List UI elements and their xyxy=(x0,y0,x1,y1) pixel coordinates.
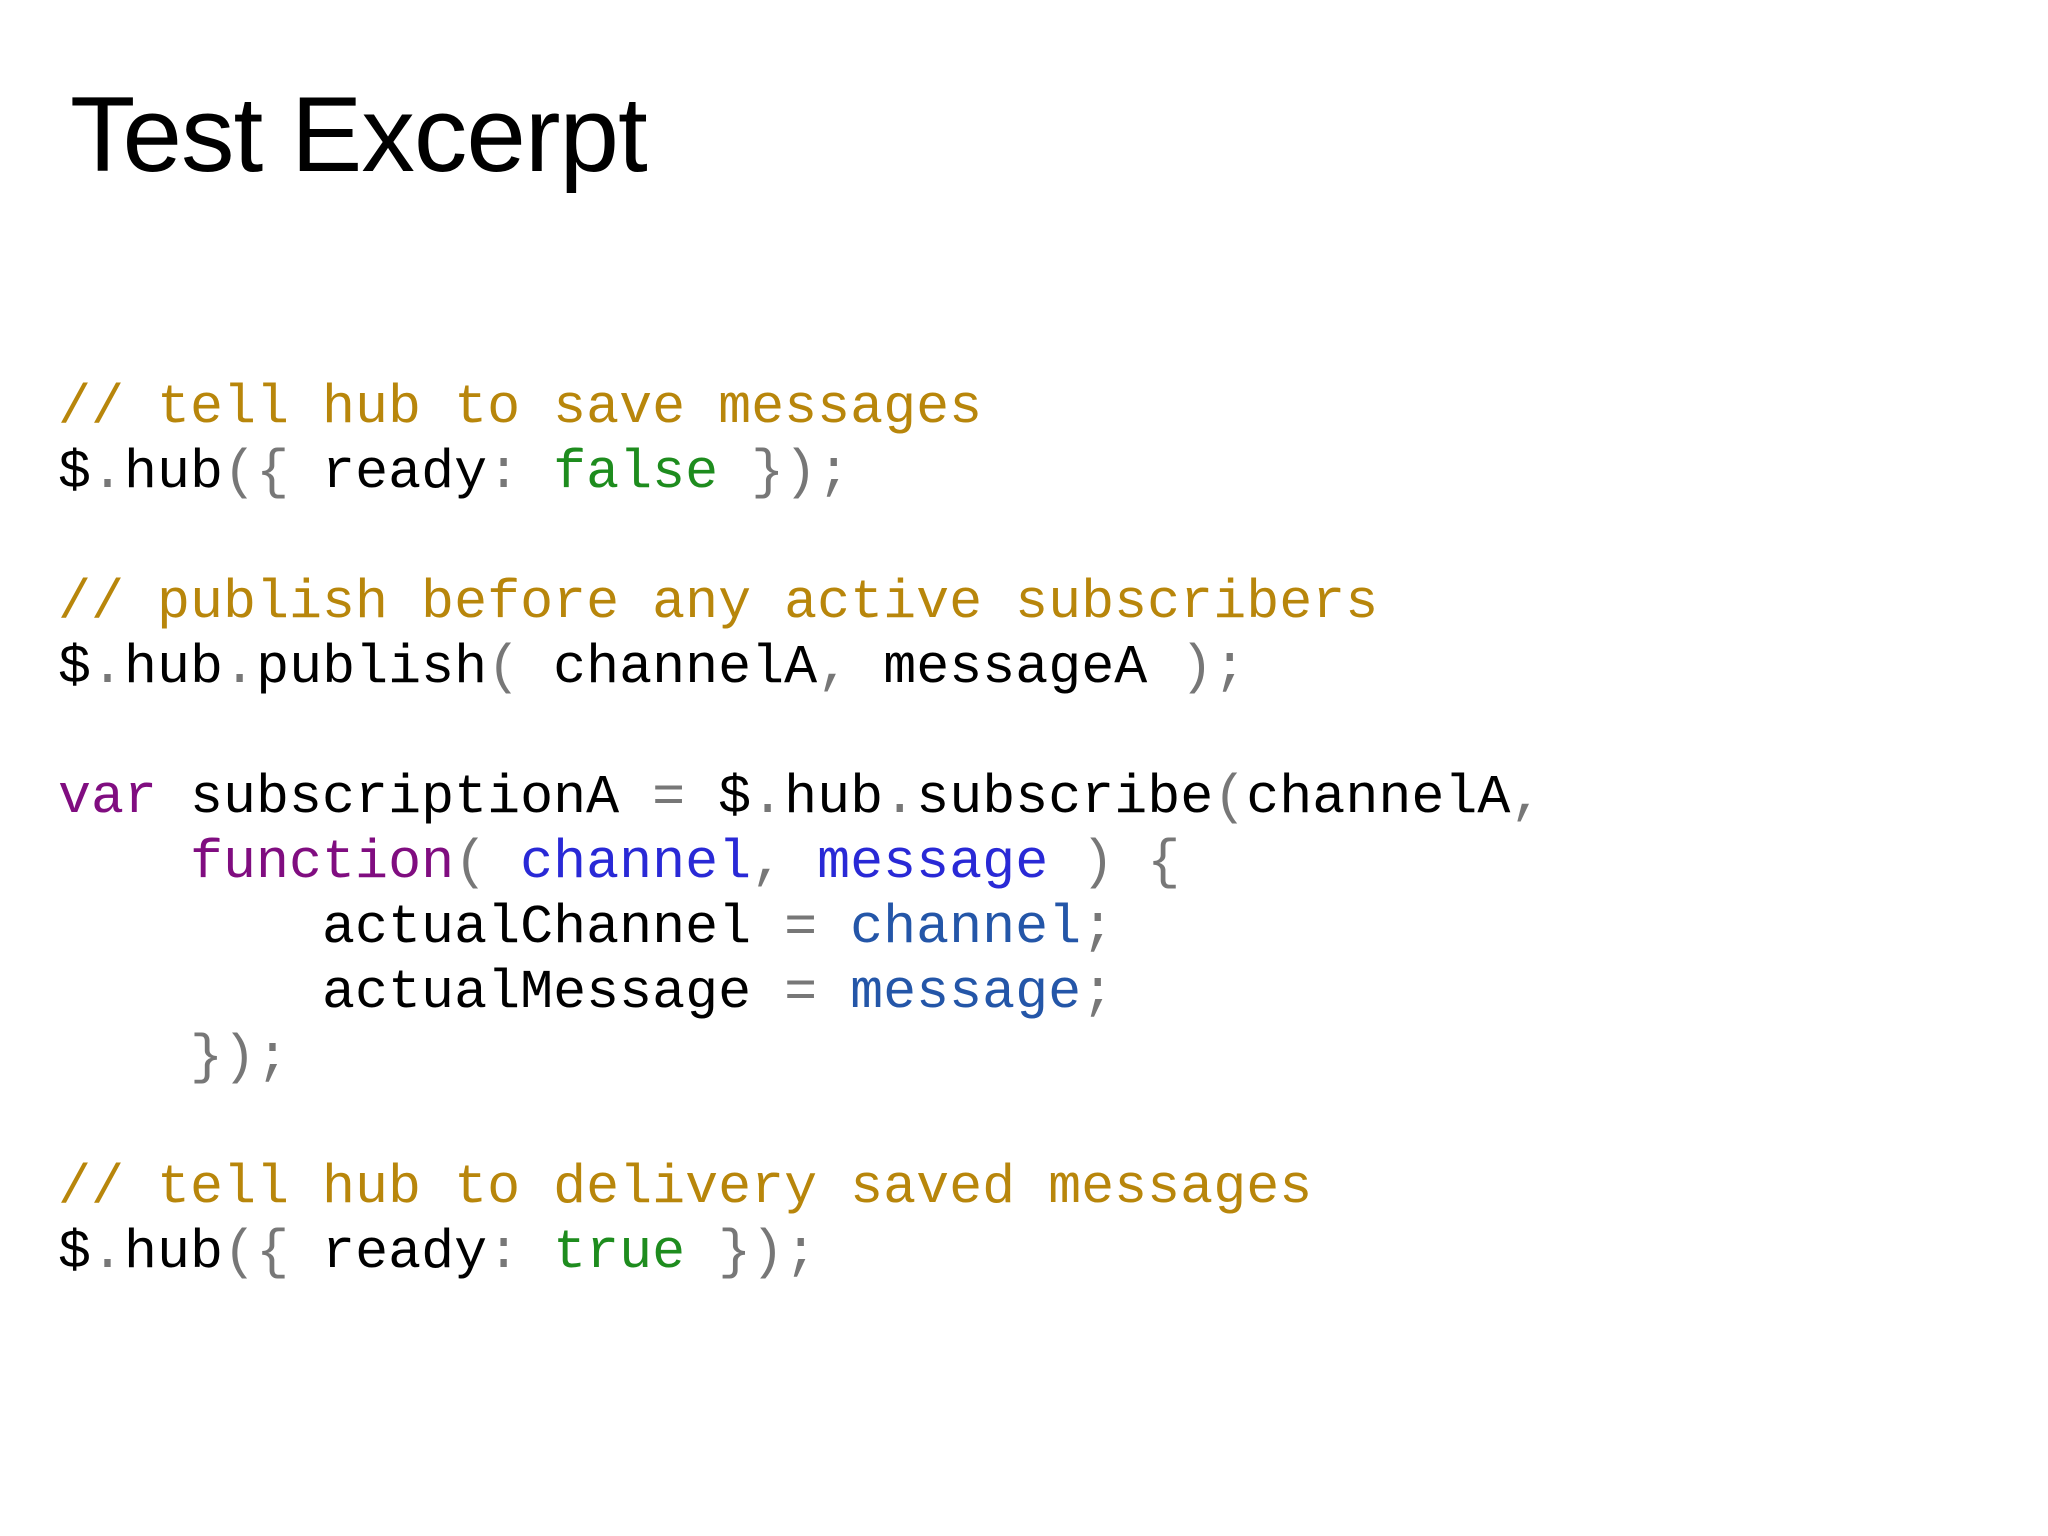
code-token-punct: ); xyxy=(1147,636,1247,699)
code-token-plain xyxy=(58,1026,190,1089)
code-token-punct: = xyxy=(784,961,851,1024)
code-line xyxy=(58,1090,1543,1155)
code-token-keyword: var xyxy=(58,766,158,829)
code-token-comment: // publish before any active subscribers xyxy=(58,571,1379,634)
code-token-plain: channelA xyxy=(553,636,818,699)
code-token-param: message xyxy=(817,831,1049,894)
code-line xyxy=(58,505,1543,570)
code-token-plain: $ xyxy=(58,441,92,504)
code-token-plain: hub xyxy=(124,441,224,504)
code-line: actualMessage = message; xyxy=(58,960,1543,1025)
code-token-comment: // tell hub to delivery saved messages xyxy=(58,1156,1313,1219)
code-token-punct: }); xyxy=(718,441,851,504)
code-token-punct: ; xyxy=(1081,896,1115,959)
code-token-param: channel xyxy=(520,831,752,894)
code-token-plain: subscribe xyxy=(916,766,1214,829)
code-token-plain: ready xyxy=(322,441,488,504)
code-token-punct: ) { xyxy=(1048,831,1181,894)
code-token-plain: hub xyxy=(124,636,224,699)
code-token-plain: publish xyxy=(256,636,488,699)
code-token-ref: channel xyxy=(850,896,1082,959)
code-line: actualChannel = channel; xyxy=(58,895,1543,960)
code-token-punct: . xyxy=(223,636,257,699)
code-token-punct: . xyxy=(883,766,917,829)
code-line: // publish before any active subscribers xyxy=(58,570,1543,635)
code-line: function( channel, message ) { xyxy=(58,830,1543,895)
code-token-plain: subscriptionA xyxy=(157,766,653,829)
code-line: // tell hub to delivery saved messages xyxy=(58,1155,1543,1220)
code-token-comment: // tell hub to save messages xyxy=(58,376,983,439)
code-line: $.hub.publish( channelA, messageA ); xyxy=(58,635,1543,700)
code-token-punct: . xyxy=(91,1221,125,1284)
code-line: // tell hub to save messages xyxy=(58,375,1543,440)
code-token-punct: . xyxy=(91,636,125,699)
code-block: // tell hub to save messages$.hub({ read… xyxy=(58,375,1543,1285)
code-token-punct: }); xyxy=(190,1026,290,1089)
code-token-punct: , xyxy=(751,831,818,894)
code-line: $.hub({ ready: true }); xyxy=(58,1220,1543,1285)
code-token-punct: = xyxy=(784,896,851,959)
code-token-plain: ready xyxy=(322,1221,488,1284)
code-token-punct: ( xyxy=(487,636,554,699)
code-token-punct: . xyxy=(91,441,125,504)
code-token-punct: . xyxy=(751,766,785,829)
code-token-plain: $ xyxy=(58,636,92,699)
code-token-punct: ({ xyxy=(223,1221,323,1284)
code-token-bool: false xyxy=(553,441,719,504)
code-token-plain: hub xyxy=(784,766,884,829)
code-line: var subscriptionA = $.hub.subscribe(chan… xyxy=(58,765,1543,830)
code-token-bool: true xyxy=(553,1221,686,1284)
code-token-punct: ( xyxy=(1213,766,1247,829)
code-token-plain: $ xyxy=(718,766,752,829)
code-token-plain: actualChannel xyxy=(58,896,785,959)
page-title: Test Excerpt xyxy=(70,74,648,194)
code-token-plain: hub xyxy=(124,1221,224,1284)
code-token-punct: ({ xyxy=(223,441,323,504)
code-line: }); xyxy=(58,1025,1543,1090)
code-token-punct: , xyxy=(1510,766,1544,829)
code-token-plain: actualMessage xyxy=(58,961,785,1024)
code-line xyxy=(58,700,1543,765)
code-token-punct: : xyxy=(487,1221,554,1284)
code-token-punct: , xyxy=(817,636,884,699)
code-token-keyword: function xyxy=(190,831,455,894)
code-token-punct: = xyxy=(652,766,719,829)
code-line: $.hub({ ready: false }); xyxy=(58,440,1543,505)
code-token-plain: $ xyxy=(58,1221,92,1284)
code-token-punct: }); xyxy=(685,1221,818,1284)
code-token-plain xyxy=(58,831,190,894)
code-token-punct: ; xyxy=(1081,961,1115,1024)
code-token-punct: : xyxy=(487,441,554,504)
code-token-plain: channelA xyxy=(1246,766,1511,829)
code-token-punct: ( xyxy=(454,831,521,894)
code-token-ref: message xyxy=(850,961,1082,1024)
code-token-plain: messageA xyxy=(883,636,1148,699)
